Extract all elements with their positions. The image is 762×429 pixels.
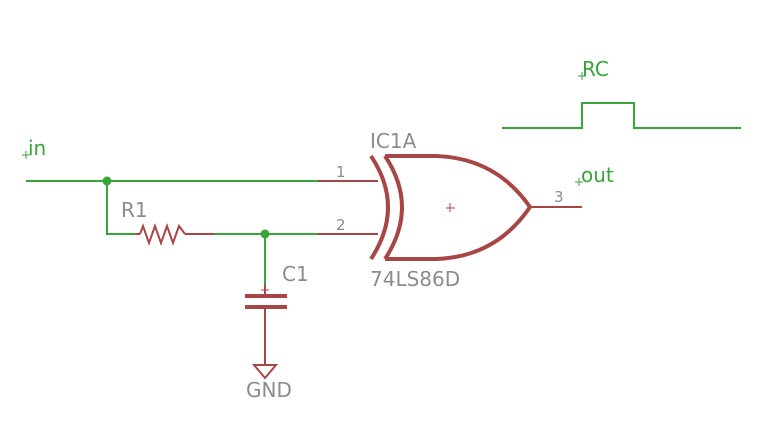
xor-input-arc (369, 154, 390, 261)
rc-label: RC (582, 57, 609, 81)
xor-body-top (385, 154, 532, 209)
pin-3-label: 3 (554, 188, 564, 206)
resistor-r1 (135, 222, 214, 247)
input-net-label: in (28, 136, 46, 160)
ground-symbol (251, 364, 279, 380)
output-net-origin-cross (575, 178, 583, 186)
xor-gate-ic1a (318, 154, 582, 261)
input-net-origin-cross (22, 151, 30, 159)
rc-pulse-waveform (502, 102, 741, 129)
rc-label-origin-cross (578, 72, 586, 80)
ground-label: GND (246, 378, 292, 402)
xor-body-back (383, 154, 404, 261)
gate-value-label: 74LS86D (370, 267, 460, 291)
capacitor-label: C1 (282, 262, 309, 286)
capacitor-c1 (245, 285, 287, 365)
pin-2-label: 2 (336, 216, 346, 234)
resistor-feed-wire (106, 181, 138, 235)
xor-body-bottom (385, 205, 532, 261)
output-net-label: out (581, 163, 614, 187)
resistor-label: R1 (121, 198, 148, 222)
gate-name-label: IC1A (370, 129, 417, 153)
pin-1-label: 1 (336, 163, 346, 181)
